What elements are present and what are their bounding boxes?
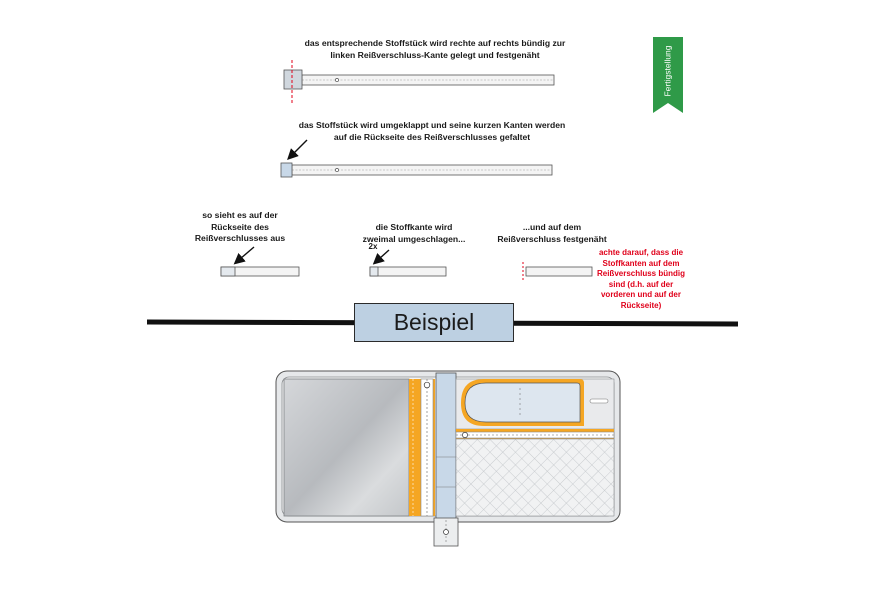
step4-text: die Stoffkante wird zweimal umgeschlagen… (362, 222, 466, 244)
example-banner: Beispiel (354, 303, 514, 342)
step5-text: ...und auf dem Reißverschluss festgenäht (497, 222, 607, 244)
zipper-step5 (522, 262, 593, 281)
step1-text: das entsprechende Stoffstück wird rechte… (304, 38, 566, 60)
warning-note: achte darauf, dass die Stoffkanten auf d… (596, 248, 686, 310)
zipper-step4 (369, 249, 447, 277)
step2-text: das Stoffstück wird umgeklappt und seine… (298, 120, 566, 142)
section-tab (653, 37, 683, 113)
step3-text: so sieht es auf der Rückseite des Reißve… (194, 210, 286, 243)
zipper-step2 (280, 139, 553, 178)
zipper-step3 (220, 246, 300, 277)
wallet-illustration (275, 370, 621, 547)
count-label: 2x (368, 242, 378, 251)
zipper-step1 (283, 60, 555, 104)
